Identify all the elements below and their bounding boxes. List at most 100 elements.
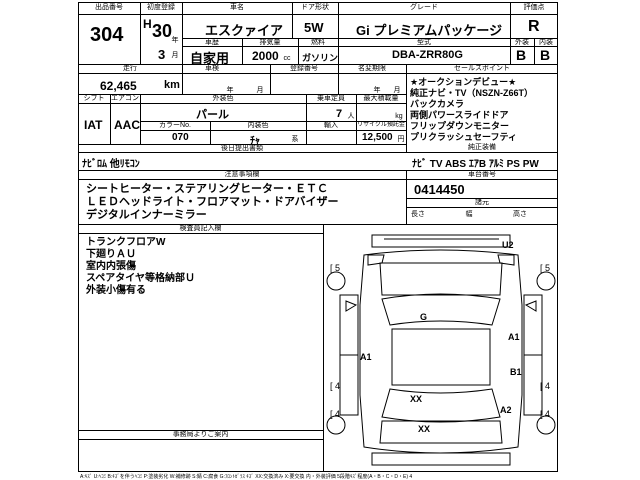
divider [338,64,339,94]
divider [78,94,406,95]
recycle-label: リサイクル預託金 [357,122,405,128]
divider [140,2,141,64]
divider [78,14,558,15]
note-line-2: ＬＥＤヘッドライト・フロアマット・ドアバイザー [86,196,339,208]
damage-label-u2: U2 [502,240,514,250]
divider [182,2,183,64]
score-label: 評価点 [523,4,545,11]
divider [534,38,535,64]
recycle-unit: 円 [397,136,405,143]
divider [338,2,339,38]
divider [292,2,293,38]
interior-score-label: 内装 [539,39,553,46]
divider [110,94,111,144]
height-label: 高さ [513,211,527,218]
usage-label: 車歴 [205,39,219,46]
shift-label: シフト [83,95,105,102]
max-load-label: 最大積載量 [363,95,399,102]
divider [78,64,558,65]
chassis-number: 0414450 [414,182,465,197]
damage-label-xx-2: XX [418,424,431,434]
documents: ﾅﾋﾞﾛﾑ 他ﾘﾓｺﾝ [82,159,140,170]
width-label: 幅 [465,211,473,218]
registration-era: H [143,17,152,31]
exterior-color-label: 外装色 [212,95,234,102]
damage-code-legend: A:ｷｽﾞ U:ﾍｺﾐ B:ｷｽﾞを伴うﾍｺﾐ P:塗装劣化 W:補修跡 S:錆… [80,474,413,480]
divider [306,130,406,131]
score: R [528,18,540,35]
interior-color-suffix: 系 [291,136,299,143]
exterior-score: B [516,47,527,63]
divider [406,207,558,208]
damage-label-g: G [420,312,428,322]
inspector-line-1: トランクフロアW [86,237,166,248]
exterior-color: パール [196,109,229,121]
max-load-unit: kg [395,113,403,120]
lot-number: 304 [90,24,124,46]
mileage-label: 走行 [123,65,137,72]
sales-point-1: ★オークションデビュー★ [410,77,517,87]
divider [338,38,339,64]
divider [140,121,306,122]
chassis-number-label: 車台番号 [468,171,496,178]
divider [323,224,324,472]
divider [306,94,307,144]
capacity: 7 [336,108,343,120]
tire-mark-front-left: [ 5 [330,263,341,273]
damage-label-xx-1: XX [410,394,423,404]
interior-score: B [540,47,551,63]
damage-label-a1-left: A1 [360,352,372,362]
plate-label: 登録番号 [290,65,318,72]
displacement-label: 排気量 [259,39,281,46]
divider [78,170,558,171]
specs-label: 諸元 [475,199,489,206]
month-suffix: 月 [171,52,179,59]
mileage: 62,465 [100,79,137,93]
lot-number-label: 出品番号 [95,4,123,11]
divider [78,224,558,225]
sales-point-2: 純正ナビ・TV（NSZN-Z66T） [410,88,534,98]
note-line-3: デジタルインナーミラー [86,209,207,221]
divider [78,179,558,180]
divider [78,152,558,153]
tire-mark-rear-right: [ 4 [540,381,551,391]
divider [78,430,323,431]
divider [406,198,558,199]
sales-points-label: セールスポイント [454,65,510,72]
inspector-line-3: 室内内張傷 [86,261,136,272]
exterior-score-label: 外装 [515,39,529,46]
divider [182,46,558,47]
bureau-notice-label: 事務局よりご案内 [172,431,229,438]
capacity-unit: 人 [347,113,355,120]
length-label: 長さ [411,211,425,218]
divider [78,233,323,234]
divider [406,64,407,152]
divider [140,94,141,144]
tire-mark-front-right: [ 5 [540,263,551,273]
divider [298,38,299,64]
divider [78,103,406,104]
divider [78,144,406,145]
interior-color-label: 内装色 [247,122,269,129]
first-registration-label: 初度登録 [147,4,175,11]
capacity-label: 乗車定員 [317,95,345,102]
sales-point-5: フリップダウンモニター [410,121,510,131]
damage-label-a2: A2 [500,405,512,415]
shift: IAT [84,118,103,132]
car-damage-diagram [326,234,556,466]
divider [406,170,407,224]
door-type: 5W [304,20,324,35]
year-suffix: 年 [171,37,179,44]
inspection-year: 年 [226,87,234,94]
registration-year: 30 [152,21,173,41]
car-name: エスクァイア [205,23,284,38]
divider [510,2,511,64]
import-label: 輸入 [324,122,338,129]
documents-label: 後日提出書類 [221,145,263,152]
auction-sheet-frame [78,2,558,472]
inspector-line-2: 下廻りＡＵ [86,249,136,260]
damage-label-b1: B1 [510,367,522,377]
inspector-line-5: 外装小傷有る [86,285,146,296]
color-number: 070 [172,132,189,143]
divider [78,439,323,440]
